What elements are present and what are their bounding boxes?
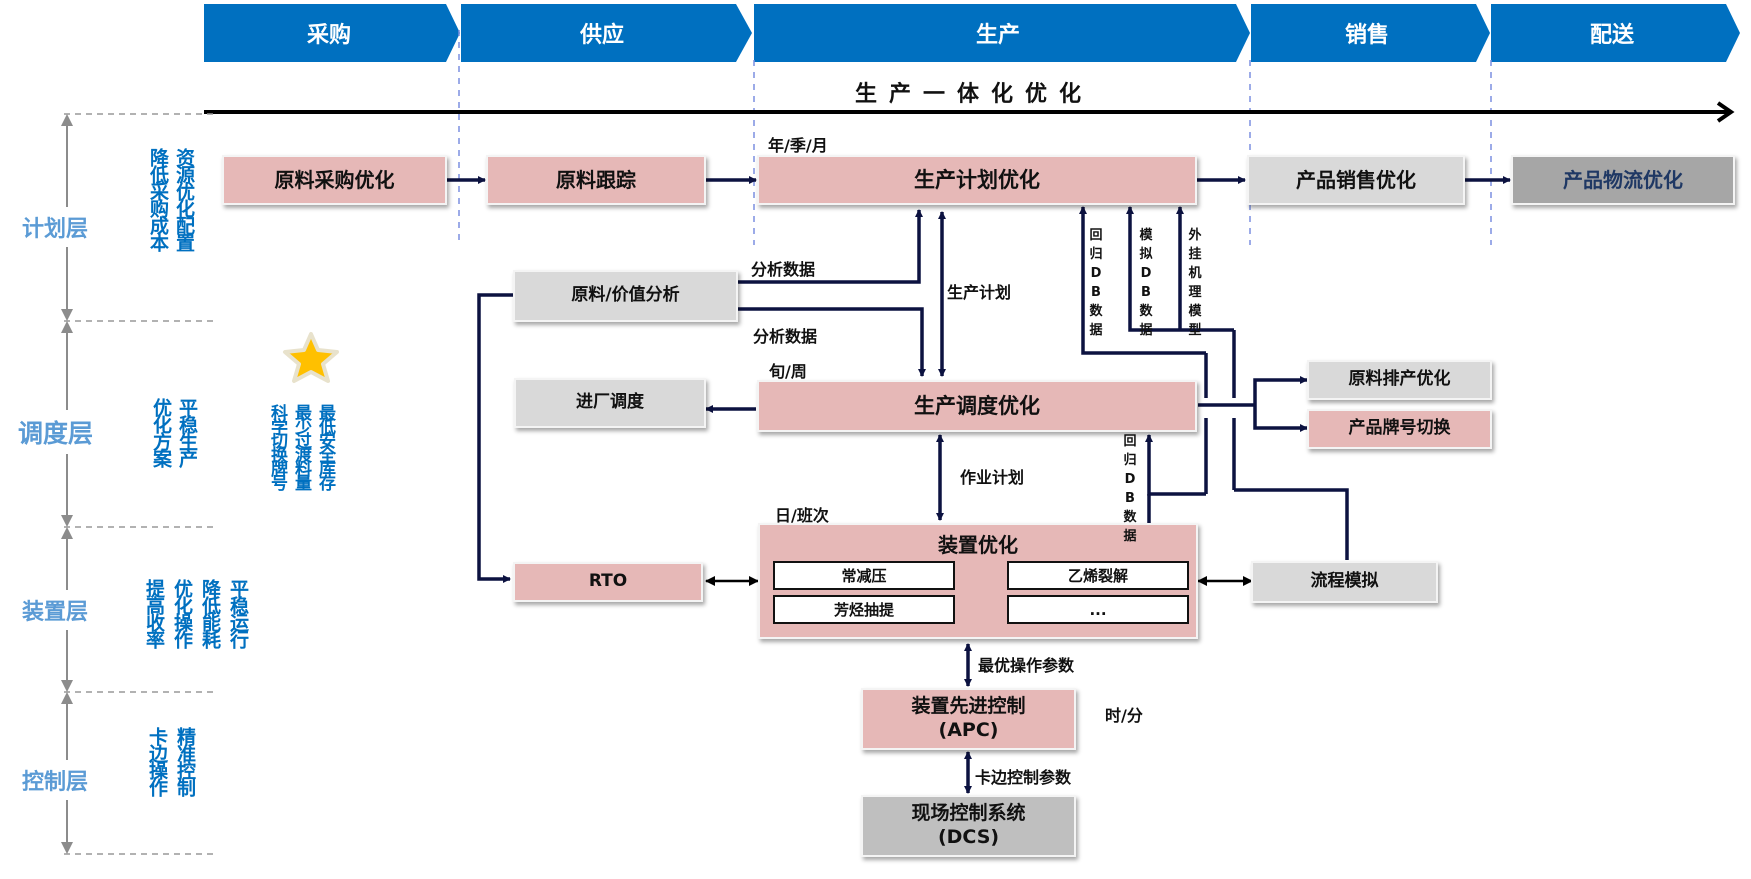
stage-supply: 供应 xyxy=(461,4,743,62)
apc-line2: (APC) xyxy=(938,719,999,741)
stage-label: 供应 xyxy=(579,23,624,48)
layer-label-dispatch: 调度层 xyxy=(18,410,94,454)
stage-separators xyxy=(458,30,1492,245)
edge-label-production-plan: 生产计划 xyxy=(947,283,1012,302)
node-apc[interactable]: 装置先进控制 (APC) xyxy=(861,688,1076,750)
dcs-line1: 现场控制系统 xyxy=(911,802,1026,825)
unit-optimization-title: 装置优化 xyxy=(938,533,1018,557)
goal-text: 降低采购成本 xyxy=(147,148,169,250)
stage-production: 生产 xyxy=(754,4,1242,62)
goal-text: 提高收率 xyxy=(143,579,165,647)
node-production-dispatch-optimization[interactable]: 生产调度优化 xyxy=(757,380,1197,432)
edge-label-edge-control-params: 卡边控制参数 xyxy=(975,768,1072,787)
node-production-plan-optimization[interactable]: 生产计划优化 xyxy=(757,155,1197,205)
stage-label: 销售 xyxy=(1344,23,1389,48)
goal-text: 最低安全库存 xyxy=(315,404,335,488)
goal-text: 优化方案 xyxy=(150,398,172,466)
edge-label-analysis-data-up: 分析数据 xyxy=(751,260,816,279)
layer-label-control: 控制层 xyxy=(22,760,89,800)
edge-label-regression-db-dispatch: 回归DB数据 xyxy=(1123,434,1137,544)
sub-unit-aromatics-extraction[interactable]: 芳烃抽提 xyxy=(773,595,955,624)
edge-label-analysis-data-down: 分析数据 xyxy=(753,327,818,346)
edge-label-simulation-db: 模拟DB数据 xyxy=(1139,228,1153,338)
time-label-unit: 日/班次 xyxy=(775,506,829,525)
stage-shape-production xyxy=(754,4,1250,62)
goal-text: 平稳生产 xyxy=(176,398,198,466)
edge-label-work-plan: 作业计划 xyxy=(960,468,1025,487)
goal-text: 卡边操作 xyxy=(146,727,168,795)
edge-label-optimal-params: 最优操作参数 xyxy=(978,656,1075,675)
sub-unit-ethylene-cracking[interactable]: 乙烯裂解 xyxy=(1007,561,1189,590)
node-raw-scheduling-optimization[interactable]: 原料排产优化 xyxy=(1307,360,1492,400)
node-raw-tracking[interactable]: 原料跟踪 xyxy=(486,155,706,205)
dispatch-highlight-goals: 最低安全库存 最少过渡料量 科学切换牌号 xyxy=(267,404,335,488)
apc-line1: 装置先进控制 xyxy=(911,695,1026,718)
timeline-title: 生产一体化优化 xyxy=(855,82,1094,107)
node-rto[interactable]: RTO xyxy=(513,562,703,602)
goal-text: 降低能耗 xyxy=(199,579,221,647)
stage-label: 生产 xyxy=(975,23,1020,48)
goal-text: 优化操作 xyxy=(171,579,193,647)
stage-shape-procurement xyxy=(204,4,460,62)
node-raw-value-analysis[interactable]: 原料/价值分析 xyxy=(513,270,738,322)
node-dcs[interactable]: 现场控制系统 (DCS) xyxy=(861,795,1076,857)
layer-label-unit: 装置层 xyxy=(22,590,89,630)
node-product-logistics-optimization[interactable]: 产品物流优化 xyxy=(1511,155,1735,205)
stage-shape-supply xyxy=(461,4,752,62)
goal-text: 精准控制 xyxy=(174,727,196,795)
goal-text: 最少过渡料量 xyxy=(291,404,311,488)
stage-label: 采购 xyxy=(306,23,351,48)
stage-sales: 销售 xyxy=(1251,4,1483,62)
stage-shape-sales xyxy=(1251,4,1490,62)
stage-bar xyxy=(204,4,1740,62)
layer-label-plan: 计划层 xyxy=(22,207,89,247)
time-label-plan: 年/季/月 xyxy=(768,136,828,155)
plan-goals: 资源优化配置 降低采购成本 xyxy=(147,148,195,250)
node-process-simulation[interactable]: 流程模拟 xyxy=(1251,561,1438,603)
stage-shape-delivery xyxy=(1491,4,1740,62)
stage-procurement: 采购 xyxy=(204,4,454,62)
control-goals: 精准控制 卡边操作 xyxy=(146,727,196,795)
node-inbound-dispatch[interactable]: 进厂调度 xyxy=(514,378,706,428)
node-raw-purchase-optimization[interactable]: 原料采购优化 xyxy=(222,155,447,205)
sub-unit-atmospheric-vacuum[interactable]: 常减压 xyxy=(773,561,955,590)
layer-boundaries xyxy=(64,113,218,855)
edge-label-regression-db-plan: 回归DB数据 xyxy=(1089,228,1103,338)
dispatch-goals: 平稳生产 优化方案 xyxy=(150,398,198,466)
node-product-sales-optimization[interactable]: 产品销售优化 xyxy=(1247,155,1465,205)
goal-text: 科学切换牌号 xyxy=(267,404,287,488)
goal-text: 平稳运行 xyxy=(227,579,249,647)
edge-label-external-model: 外挂机理模型 xyxy=(1188,228,1202,338)
star-icon xyxy=(283,332,339,383)
unit-goals: 平稳运行 降低能耗 优化操作 提高收率 xyxy=(143,579,249,647)
time-label-dispatch: 旬/周 xyxy=(769,362,807,381)
time-label-control: 时/分 xyxy=(1105,706,1143,725)
stage-delivery: 配送 xyxy=(1491,4,1733,62)
dcs-line2: (DCS) xyxy=(937,826,1000,848)
sub-unit-more[interactable]: ... xyxy=(1007,595,1189,624)
stage-label: 配送 xyxy=(1589,23,1634,48)
node-product-grade-switch[interactable]: 产品牌号切换 xyxy=(1307,409,1492,449)
goal-text: 资源优化配置 xyxy=(173,148,195,250)
